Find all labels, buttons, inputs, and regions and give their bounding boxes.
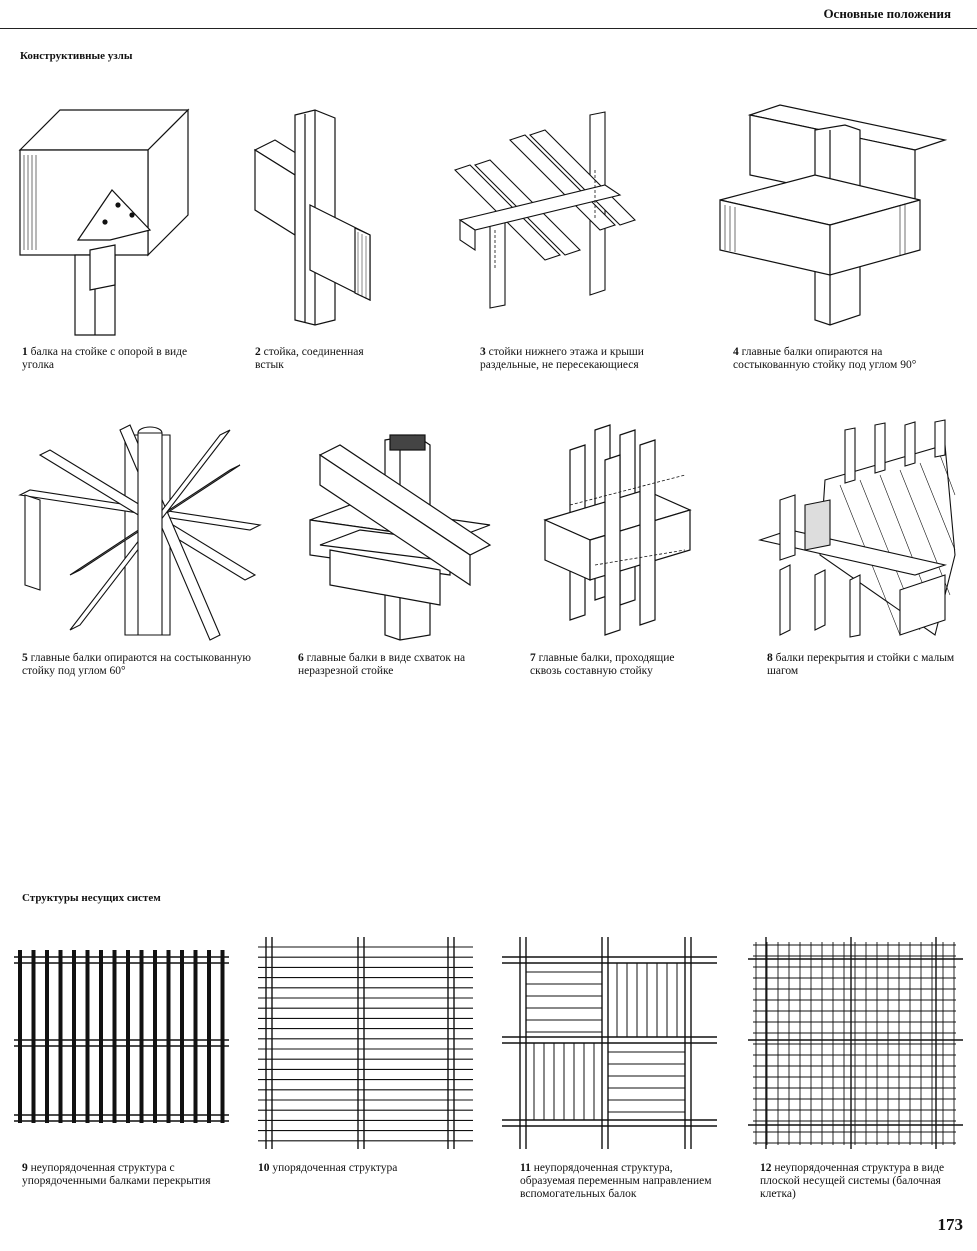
section-title-structures: Структуры несущих систем xyxy=(22,892,161,904)
figure-6-drawing xyxy=(309,434,492,641)
figure-11-caption: 11 неупорядоченная структура, образуемая… xyxy=(520,1162,712,1200)
figure-3-caption: 3 стойки нижнего этажа и крыши раздельны… xyxy=(480,346,644,371)
figure-9-caption: 9 неупорядоченная структура с упорядочен… xyxy=(22,1162,211,1187)
figure-9-drawing xyxy=(14,950,229,1123)
figure-6-caption: 6 главные балки в виде схваток на неразр… xyxy=(298,652,466,677)
figure-1-drawing xyxy=(18,108,190,336)
figure-2-drawing xyxy=(253,109,371,326)
figure-5-drawing xyxy=(18,424,262,641)
page-number: 173 xyxy=(937,1215,964,1234)
figure-2-caption: 2 стойка, соединенная встык xyxy=(255,346,364,371)
figure-11-drawing xyxy=(502,937,717,1149)
figure-10-caption: 10 упорядоченная структура xyxy=(258,1162,398,1174)
figure-8-drawing xyxy=(757,419,956,638)
figure-3-drawing xyxy=(453,111,637,309)
section-title-joints: Конструктивные узлы xyxy=(20,50,133,62)
figure-12-drawing xyxy=(748,937,963,1149)
figure-5-caption: 5 главные балки опираются на состыкованн… xyxy=(22,652,252,677)
figure-1-caption: 1 балка на стойке с опорой в виде уголка xyxy=(22,346,188,371)
figure-12-caption: 12 неупорядоченная структура в виде плос… xyxy=(760,1162,945,1200)
figure-10-drawing xyxy=(258,937,473,1149)
figure-8-caption: 8 балки перекрытия и стойки с малым шаго… xyxy=(767,652,955,677)
figure-7-caption: 7 главные балки, проходящие сквозь соста… xyxy=(530,652,675,677)
header-rule xyxy=(0,28,977,29)
figure-4-drawing xyxy=(719,104,948,326)
figure-7-drawing xyxy=(543,424,692,636)
figure-4-caption: 4 главные балки опираются на состыкованн… xyxy=(733,346,917,371)
running-header: Основные положения xyxy=(823,6,951,21)
